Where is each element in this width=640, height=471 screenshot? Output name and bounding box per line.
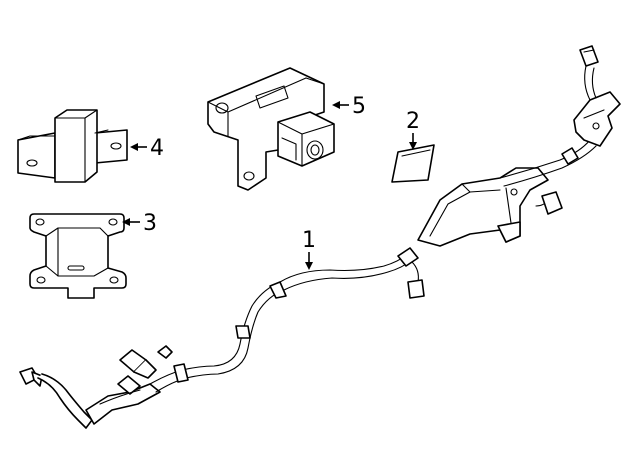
part-1-wiring-harness (19, 45, 621, 429)
svg-text:5: 5 (352, 94, 366, 119)
part-3-module (29, 213, 127, 299)
part-2-pad (391, 144, 435, 183)
callout-2: 2 (406, 109, 420, 150)
svg-text:1: 1 (302, 228, 316, 253)
svg-text:2: 2 (406, 109, 420, 134)
svg-text:3: 3 (143, 211, 157, 236)
callout-3: 3 (122, 211, 157, 236)
callout-5: 5 (332, 94, 366, 119)
part-5-camera (207, 67, 335, 191)
callout-1: 1 (302, 228, 316, 270)
callout-4: 4 (130, 136, 164, 161)
part-4-sensor-bracket (17, 109, 128, 183)
svg-text:4: 4 (150, 136, 164, 161)
